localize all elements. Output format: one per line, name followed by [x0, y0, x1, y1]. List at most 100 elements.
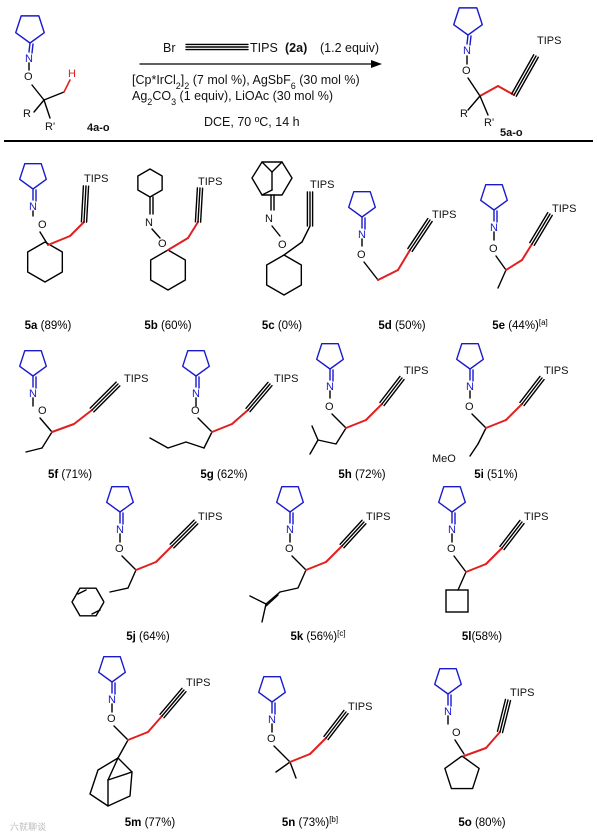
tips-label: TIPS: [310, 179, 334, 191]
product-id: 5l: [462, 631, 472, 643]
tips-label: TIPS: [544, 365, 568, 377]
alkyne: [499, 519, 525, 551]
bond-line: [363, 261, 379, 281]
new-c-c-bond: [69, 221, 85, 237]
triple-bond-side: [379, 375, 401, 404]
alkyne: [245, 381, 273, 413]
cyclohexane-ring: [26, 241, 64, 283]
triple-bond-side: [533, 214, 553, 247]
new-c-c-bond: [147, 715, 163, 733]
alkyne: [323, 709, 349, 741]
cyclopentane-ring: [97, 655, 127, 683]
tips-label: TIPS: [510, 687, 534, 699]
triple-bond-center: [381, 377, 403, 405]
product-caption: 5j (64%): [126, 631, 170, 643]
product-id: 5k: [290, 631, 303, 643]
triple-bond-side: [523, 378, 545, 407]
bond-line: [283, 241, 303, 256]
product-caption: 5h (72%): [338, 469, 385, 481]
bond-line: [271, 161, 283, 173]
new-c-c-bond: [289, 753, 311, 763]
oxygen-label: O: [267, 733, 276, 745]
new-c-c-bond: [463, 747, 487, 757]
tips-label: TIPS: [250, 41, 278, 55]
triple-bond-center: [501, 521, 523, 549]
tips-label: TIPS: [537, 35, 561, 47]
product-yield: (72%): [352, 469, 386, 481]
cyclobutane-ring: [445, 589, 469, 613]
triple-bond-center: [247, 383, 271, 411]
product-caption: 5b (60%): [144, 320, 191, 332]
nitrogen-label: N: [466, 381, 474, 393]
bond-line: [77, 589, 87, 595]
tips-label: TIPS: [404, 365, 428, 377]
product-id: 5a: [25, 320, 38, 332]
triple-bond-center: [171, 521, 197, 547]
bond-line: [261, 603, 267, 623]
new-c-c-bond: [397, 249, 411, 271]
product-yield: (62%): [214, 469, 248, 481]
new-c-c-bond: [51, 423, 75, 433]
bond-line: [197, 417, 213, 433]
bond-line: [203, 431, 213, 449]
product-caption: 5f (71%): [48, 469, 92, 481]
c-h-bond: [63, 79, 71, 93]
hydrogen-label: H: [68, 68, 76, 80]
bond-line: [33, 99, 45, 113]
oxygen-label: O: [158, 238, 167, 250]
tips-label: TIPS: [198, 511, 222, 523]
product-id: 5i: [474, 469, 484, 481]
new-c-c-bond: [211, 423, 233, 433]
nitrogen-label: N: [490, 222, 498, 234]
bond-line: [471, 413, 487, 429]
new-c-c-bond: [465, 563, 487, 573]
triple-bond-side: [169, 519, 195, 545]
oxygen-label: O: [465, 401, 474, 413]
tips-label: TIPS: [524, 511, 548, 523]
triple-bond-side: [511, 54, 535, 95]
alkyne: [379, 375, 405, 407]
bond-line: [273, 745, 291, 763]
product-yield: (58%): [471, 631, 502, 643]
product-caption: 5l(58%): [462, 631, 502, 643]
triple-bond-side: [89, 381, 117, 409]
tips-label: TIPS: [366, 511, 390, 523]
nitrogen-label: N: [25, 53, 33, 65]
reagent-id: (2a): [285, 41, 307, 55]
cyclopentane-ring: [18, 349, 48, 377]
product-id: 5b: [144, 320, 157, 332]
new-c-c-bond: [309, 737, 327, 755]
product-yield: (73%): [295, 817, 329, 829]
bond-line: [265, 591, 281, 605]
product-id: 5n: [282, 817, 295, 829]
footnote-mark: [b]: [329, 815, 338, 824]
condition-catalyst: [Cp*IrCl2]2 (7 mol %), AgSbF6 (30 mol %): [132, 73, 360, 91]
methoxy-label: MeO: [432, 453, 456, 465]
triple-bond-side: [249, 384, 273, 413]
reactant-id: 4a-o: [87, 122, 110, 134]
footnote-mark: [c]: [337, 629, 345, 638]
oxygen-label: O: [278, 239, 287, 251]
oxygen-label: O: [325, 401, 334, 413]
oxygen-label: O: [357, 249, 366, 261]
triple-bond-center: [531, 213, 551, 245]
oxygen-label: O: [38, 219, 47, 231]
imine-double-bond: [469, 35, 472, 46]
tips-label: TIPS: [198, 176, 222, 188]
imine-double-bond: [466, 34, 469, 45]
cyclopentane-ring: [347, 190, 377, 218]
triple-bond-center: [325, 711, 347, 739]
product-id: 5h: [338, 469, 351, 481]
new-c-c-bond: [521, 243, 533, 261]
cyclopentane-ring: [275, 485, 305, 513]
imine-double-bond: [28, 42, 31, 53]
bond-chain: [279, 569, 307, 593]
product-caption: 5n (73%)[b]: [282, 815, 338, 830]
bond-line: [151, 228, 161, 239]
